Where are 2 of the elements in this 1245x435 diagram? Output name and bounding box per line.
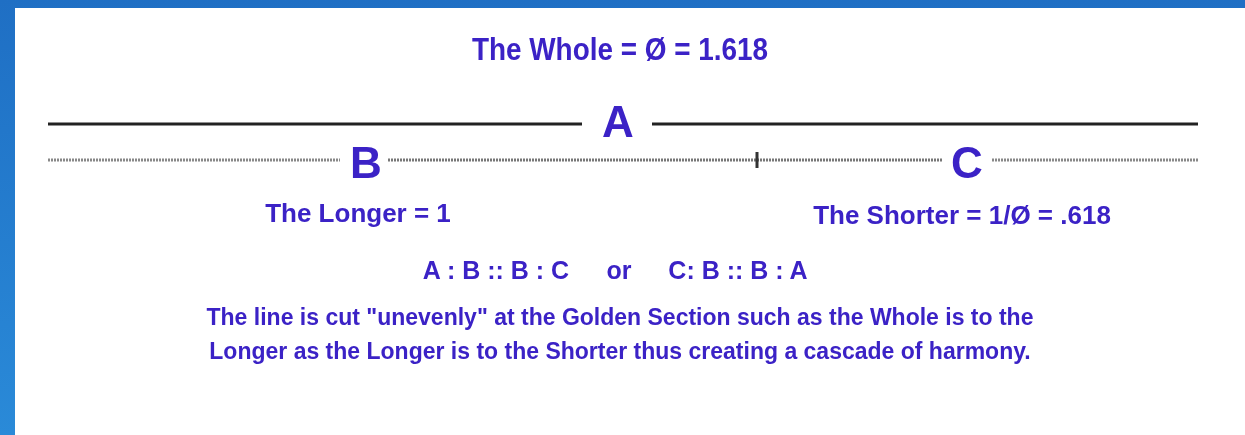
title: The Whole = Ø = 1.618 [471,30,769,69]
caption: The line is cut "unevenly" at the Golden Section such as the Whole is to the Longer as the Longer is to the Shorter thus creating a cascade of harmony. [205,303,1035,366]
